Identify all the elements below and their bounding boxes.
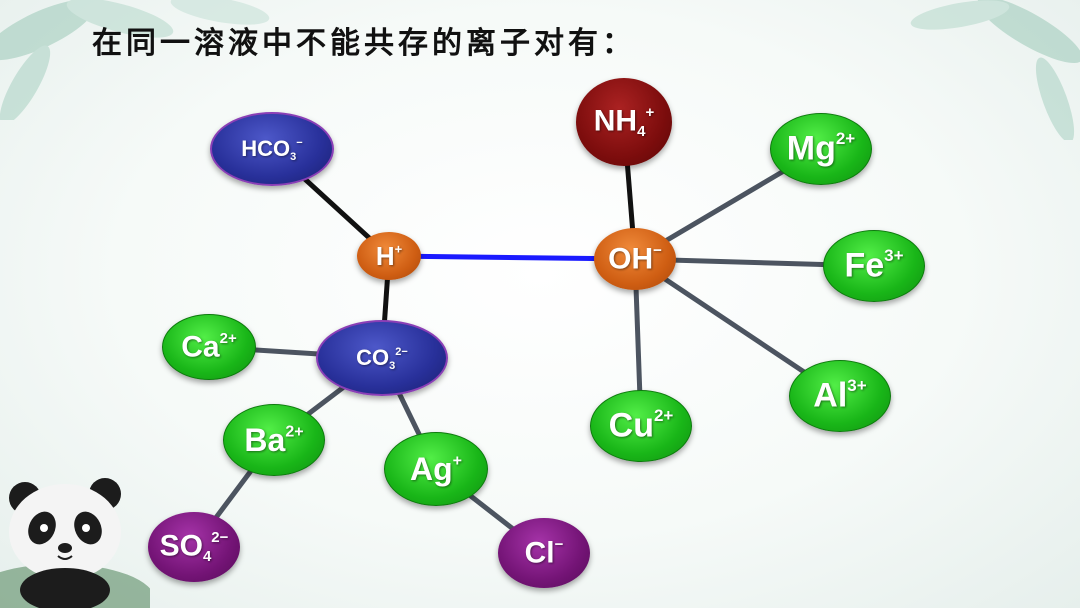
ion-subscript: 4 <box>637 122 646 140</box>
ion-cu-node: Cu2+ <box>590 390 692 462</box>
ion-symbol: Cu <box>608 406 654 445</box>
ion-charge: − <box>296 136 303 149</box>
ion-label: SO42− <box>160 529 229 565</box>
leaf-decoration-top-left <box>0 0 270 120</box>
ion-charge: 3+ <box>884 246 904 266</box>
ion-label: Fe3+ <box>844 246 903 285</box>
ion-fe-node: Fe3+ <box>823 230 925 302</box>
page-title: 在同一溶液中不能共存的离子对有： <box>92 26 636 61</box>
ion-symbol: CO <box>356 344 390 370</box>
ion-symbol: NH <box>593 104 638 138</box>
ion-label: H+ <box>376 241 402 272</box>
ion-symbol: HCO <box>241 135 291 161</box>
ion-label: Ag+ <box>410 451 462 488</box>
ion-label: Al3+ <box>813 376 866 415</box>
ion-label: Ba2+ <box>244 422 303 459</box>
ion-label: Cl− <box>525 536 564 571</box>
ion-charge: 2+ <box>653 406 674 426</box>
ion-ca-node: Ca2+ <box>162 314 256 380</box>
ion-charge: − <box>653 241 662 259</box>
ion-oh-node: OH− <box>594 228 676 290</box>
ion-subscript: 3 <box>389 359 396 372</box>
ion-symbol: Ca <box>181 330 220 364</box>
ion-charge: 2+ <box>219 329 237 347</box>
ion-ag-node: Ag+ <box>384 432 488 506</box>
ion-label: Ca2+ <box>181 330 236 365</box>
ion-ba-node: Ba2+ <box>223 404 325 476</box>
leaf-decoration-top-right <box>910 0 1080 140</box>
ion-symbol: OH <box>608 242 654 276</box>
ion-hco3-node: HCO3− <box>210 112 334 186</box>
ion-label: OH− <box>608 242 662 277</box>
ion-symbol: Cl <box>524 536 555 570</box>
ion-charge: − <box>554 535 564 553</box>
panda-illustration <box>0 478 150 608</box>
ion-so4-node: SO42− <box>148 512 240 582</box>
ion-symbol: Al <box>813 376 848 415</box>
ion-symbol: Fe <box>844 246 885 285</box>
ion-symbol: SO <box>159 529 203 563</box>
ion-nh4-node: NH4+ <box>576 78 672 166</box>
ion-charge: 3+ <box>847 376 867 396</box>
ion-label: CO32− <box>356 345 408 372</box>
ion-mg-node: Mg2+ <box>770 113 872 185</box>
ion-co3-node: CO32− <box>316 320 448 396</box>
ion-charge: 2+ <box>835 129 856 149</box>
ion-al-node: Al3+ <box>789 360 891 432</box>
ion-label: NH4+ <box>594 104 654 140</box>
ion-symbol: Ag <box>410 450 453 487</box>
ion-symbol: Ba <box>244 421 286 458</box>
ion-symbol: Mg <box>786 129 836 168</box>
ion-label: Cu2+ <box>609 406 674 445</box>
ion-cl-node: Cl− <box>498 518 590 588</box>
ion-charge: 2+ <box>285 423 304 441</box>
ion-label: HCO3− <box>241 136 302 163</box>
ion-charge: + <box>645 104 655 122</box>
ion-charge: 2− <box>395 345 408 358</box>
ion-charge: + <box>452 452 462 470</box>
ion-charge: + <box>394 240 403 256</box>
ion-h-node: H+ <box>357 232 421 280</box>
ion-charge: 2− <box>211 529 229 547</box>
ion-symbol: H <box>375 240 395 271</box>
ion-subscript: 3 <box>290 150 297 163</box>
ion-label: Mg2+ <box>787 129 855 168</box>
ion-subscript: 4 <box>202 547 212 565</box>
